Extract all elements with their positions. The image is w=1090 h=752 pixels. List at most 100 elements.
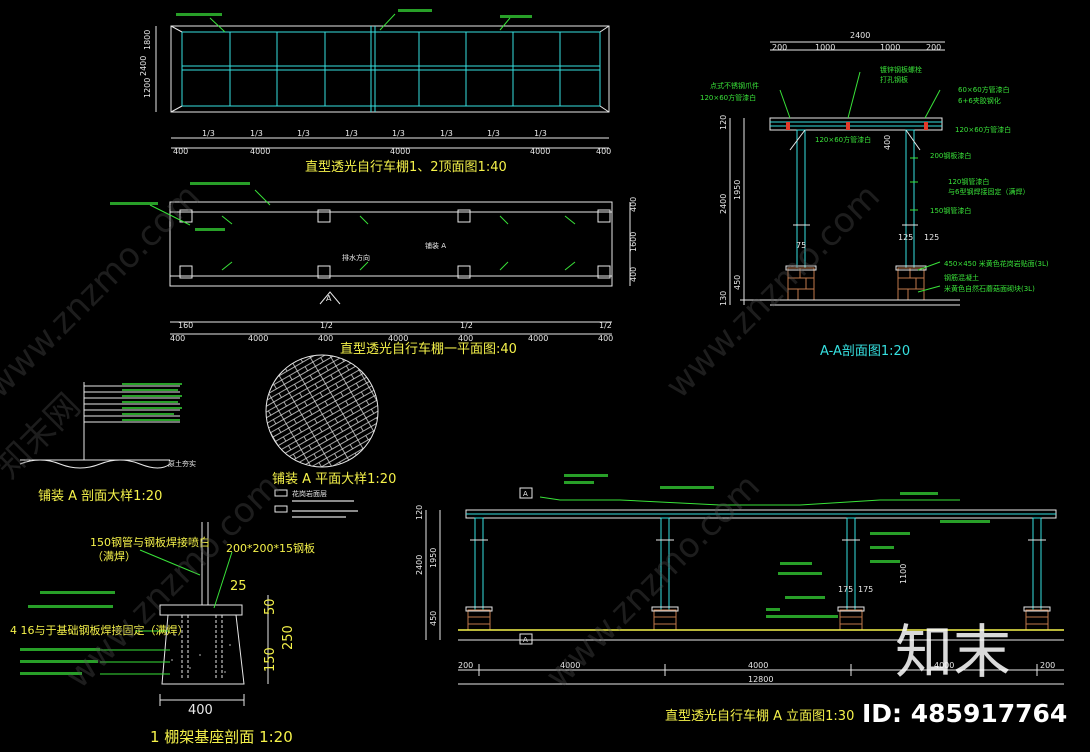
- elev-left-dim-1: 120: [415, 505, 424, 520]
- aa-note-1: 点式不锈钢爪件: [710, 81, 759, 90]
- plan-note-paving: 铺装 A: [425, 241, 446, 250]
- top-dim-2: 4000: [250, 147, 270, 156]
- elev-dim-5: 200: [1040, 661, 1055, 670]
- aa-top-sub-3: 1000: [880, 43, 900, 52]
- aa-note-6: 6+6夹胶钢化: [958, 96, 1001, 105]
- footing-note-1: 150钢管与钢板焊接喷白: [90, 535, 210, 549]
- elev-dim-2: 4000: [560, 661, 580, 670]
- aa-note-15: 米黄色自然石蘑菇面砌块(3L): [944, 284, 1035, 293]
- footing-section-title: 1 棚架基座剖面 1:20: [150, 728, 293, 746]
- plan-dim-3: 400: [318, 334, 333, 343]
- elev-mid-dim-2: 175: [858, 585, 873, 594]
- plan-right-dim-1: 400: [629, 197, 638, 212]
- footing-section-view: 400 25 50 250 150 150钢管与钢板焊接喷白 （满焊） 200*…: [10, 522, 315, 746]
- plan-dim-1: 400: [170, 334, 185, 343]
- elevation-title: 直型透光自行车棚 A 立面图1:30: [665, 708, 854, 724]
- elevation-view: A A 120 1950 2400 450 175 175 1100: [415, 474, 1064, 724]
- paving-plan-view: 铺装 A 平面大样1:20 花岗岩面层: [265, 354, 396, 518]
- paving-section-view: 原土夯实 铺装 A 剖面大样1:20: [19, 382, 196, 504]
- aa-left-dim-3: 2400: [719, 194, 728, 214]
- top-dim-sub-1: 1/3: [202, 129, 215, 138]
- footing-dim-250: 250: [281, 625, 296, 650]
- watermark-site-3: www.znzmo.com: [538, 466, 768, 696]
- footing-note-2: （满焊）: [92, 549, 136, 563]
- aa-note-13: 450×450 米黄色花岗岩贴面(3L): [944, 259, 1049, 268]
- elev-left-dim-3: 2400: [415, 555, 424, 575]
- plan-sub-dim-1: 160: [178, 321, 193, 330]
- plan-sub-dim-3: 1/2: [460, 321, 473, 330]
- watermark-site-short: 知末网: [0, 386, 88, 486]
- plan-right-dim-3: 400: [629, 267, 638, 282]
- paving-ground-note: 原土夯实: [168, 459, 196, 468]
- footing-note-4: 4 16与于基础钢板焊接固定（满焊）: [10, 623, 189, 637]
- floor-plan-view: 铺装 A 排水方向 A 160 1/2 1/2 1/2 400 4000 400…: [110, 182, 638, 357]
- top-plan-title: 直型透光自行车棚1、2顶面图1:40: [305, 159, 507, 175]
- top-dim-sub-5: 1/3: [392, 129, 405, 138]
- aa-top-sub-2: 1000: [815, 43, 835, 52]
- plan-dim-7: 400: [598, 334, 613, 343]
- plan-sub-dim-2: 1/2: [320, 321, 333, 330]
- elev-dim-4: 4000: [934, 661, 954, 670]
- elev-section-marker-bottom: A: [523, 636, 528, 644]
- section-aa-title: A-A剖面图1:20: [820, 344, 910, 359]
- elev-section-marker-top: A: [523, 490, 528, 498]
- aa-note-10: 120钢管漆白: [948, 177, 989, 186]
- top-dim-sub-3: 1/3: [297, 129, 310, 138]
- top-dim-3: 4000: [390, 147, 410, 156]
- top-left-dim-3: 1200: [143, 78, 152, 98]
- top-dim-sub-8: 1/3: [534, 129, 547, 138]
- watermark-layer: www.znzmo.com www.znzmo.com www.znzmo.co…: [0, 176, 1067, 728]
- elev-total-dim: 12800: [748, 675, 773, 684]
- footing-note-3: 200*200*15钢板: [226, 541, 315, 555]
- elev-left-dim-2: 1950: [429, 548, 438, 568]
- aa-top-sub-4: 200: [926, 43, 941, 52]
- footing-width-dim: 400: [188, 703, 213, 718]
- plan-dim-2: 4000: [248, 334, 268, 343]
- aa-note-14: 钢筋混凝土: [944, 273, 979, 282]
- top-dim-sub-6: 1/3: [440, 129, 453, 138]
- top-dim-sub-7: 1/3: [487, 129, 500, 138]
- plan-dim-6: 4000: [528, 334, 548, 343]
- top-left-dim-2: 2400: [139, 56, 148, 76]
- elev-mid-dim-3: 1100: [899, 564, 908, 584]
- elev-dim-1: 200: [458, 661, 473, 670]
- aa-note-4: 打孔钢板: [880, 75, 908, 84]
- plan-sub-dim-4: 1/2: [599, 321, 612, 330]
- floor-plan-title: 直型透光自行车棚一平面图:40: [340, 341, 517, 357]
- top-dim-sub-4: 1/3: [345, 129, 358, 138]
- aa-note-2: 120×60方管漆白: [700, 93, 756, 102]
- elev-dim-3: 4000: [748, 661, 768, 670]
- top-dim-sub-2: 1/3: [250, 129, 263, 138]
- aa-note-11: 与6型钢焊接固定（满焊）: [948, 187, 1029, 196]
- section-aa-view: 2400 200 1000 1000 200: [700, 31, 1049, 359]
- aa-left-dim-2: 1950: [733, 180, 742, 200]
- footing-dim-25: 25: [230, 579, 247, 594]
- footing-dim-150: 150: [263, 647, 278, 672]
- aa-note-3: 镀锌钢板螺栓: [880, 65, 922, 74]
- watermark-site-4: www.znzmo.com: [658, 176, 888, 406]
- top-left-dim-1: 1800: [143, 30, 152, 50]
- paving-section-title: 铺装 A 剖面大样1:20: [38, 489, 162, 504]
- aa-top-dim: 2400: [850, 31, 870, 40]
- top-plan-view: 1/3 1/3 1/3 1/3 1/3 1/3 1/3 1/3 400 4000…: [139, 9, 611, 175]
- plan-section-marker: A: [326, 294, 332, 303]
- aa-note-5: 60×60方管漆白: [958, 85, 1010, 94]
- paving-plan-title: 铺装 A 平面大样1:20: [272, 472, 396, 487]
- aa-note-7: 120×60方管漆白: [955, 125, 1011, 134]
- plan-note-drain: 排水方向: [342, 253, 370, 262]
- aa-note-8: 120×60方管漆白: [815, 135, 871, 144]
- footing-dim-50: 50: [263, 598, 278, 615]
- aa-left-dim-1: 120: [719, 115, 728, 130]
- elev-left-dim-4: 450: [429, 611, 438, 626]
- aa-note-12: 150钢管漆白: [930, 206, 971, 215]
- elev-mid-dim-1: 175: [838, 585, 853, 594]
- top-dim-5: 400: [596, 147, 611, 156]
- aa-mid-dim-1: 400: [883, 135, 892, 150]
- plan-dim-4: 4000: [388, 334, 408, 343]
- top-dim-4: 4000: [530, 147, 550, 156]
- aa-mid-dim-3: 125: [898, 233, 913, 242]
- watermark-site-1: www.znzmo.com: [0, 176, 208, 406]
- plan-right-dim-2: 1600: [629, 232, 638, 252]
- watermark-id: ID: 485917764: [862, 699, 1067, 728]
